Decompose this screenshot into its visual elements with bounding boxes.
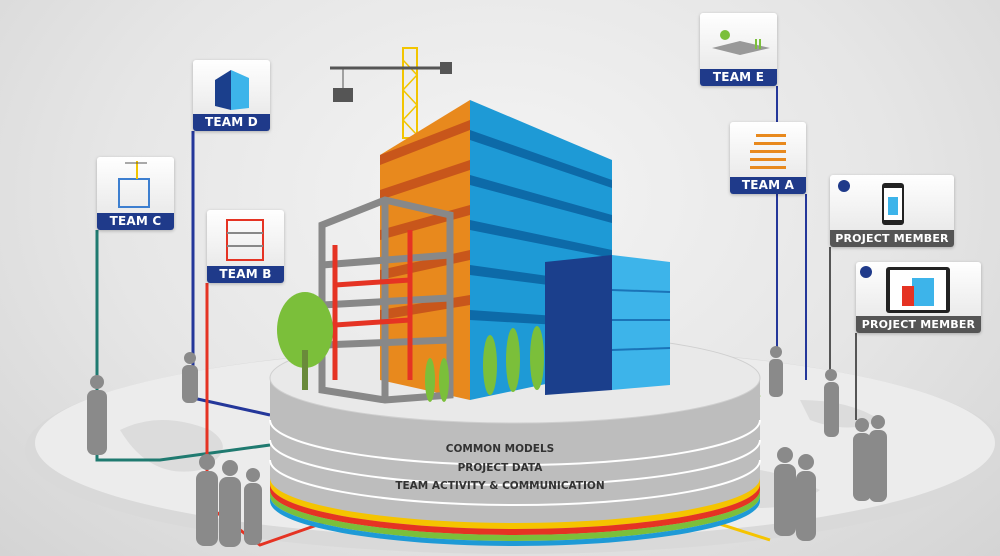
person [853, 418, 871, 501]
blue-building-icon [193, 60, 270, 114]
team-b-card[interactable]: TEAM B [207, 210, 284, 283]
line-team-c [95, 230, 271, 462]
person [87, 375, 107, 455]
layer-common-models: COMMON MODELS [445, 443, 555, 455]
people [87, 346, 887, 547]
team-c-card[interactable]: TEAM C [97, 157, 174, 230]
person [869, 415, 887, 502]
tablet-icon [886, 267, 950, 313]
app-logo-icon [838, 180, 850, 192]
red-frame-building-icon [207, 210, 284, 266]
person [769, 346, 783, 397]
team-e-card[interactable]: TEAM E [700, 13, 777, 86]
blue-small-building [545, 255, 671, 395]
orange-building [380, 100, 470, 400]
layer-project-data: PROJECT DATA [457, 462, 543, 474]
person [182, 352, 198, 403]
person [244, 468, 262, 545]
project-member-phone-card[interactable]: PROJECT MEMBER [830, 175, 954, 247]
team-a-label: TEAM A [730, 177, 806, 194]
team-b-label: TEAM B [207, 266, 284, 283]
team-c-label: TEAM C [97, 213, 174, 230]
team-d-label: TEAM D [193, 114, 270, 131]
person [196, 454, 218, 546]
project-member-label: PROJECT MEMBER [856, 316, 981, 333]
layer-team-activity: TEAM ACTIVITY & COMMUNICATION [395, 480, 605, 492]
app-logo-icon [860, 266, 872, 278]
orange-floors-icon [730, 122, 806, 177]
landscape-icon [700, 13, 777, 69]
project-member-label: PROJECT MEMBER [830, 230, 954, 247]
red-frame [332, 230, 413, 380]
person [219, 460, 241, 547]
project-member-tablet-card[interactable]: PROJECT MEMBER [856, 262, 981, 333]
team-e-label: TEAM E [700, 69, 777, 86]
trees [277, 292, 544, 402]
person [796, 454, 816, 541]
team-a-card[interactable]: TEAM A [730, 122, 806, 194]
team-d-card[interactable]: TEAM D [193, 60, 270, 131]
phone-icon [882, 183, 904, 225]
person [774, 447, 796, 536]
building-crane-icon [97, 157, 174, 213]
person [824, 369, 839, 437]
steel-frame [318, 196, 454, 404]
